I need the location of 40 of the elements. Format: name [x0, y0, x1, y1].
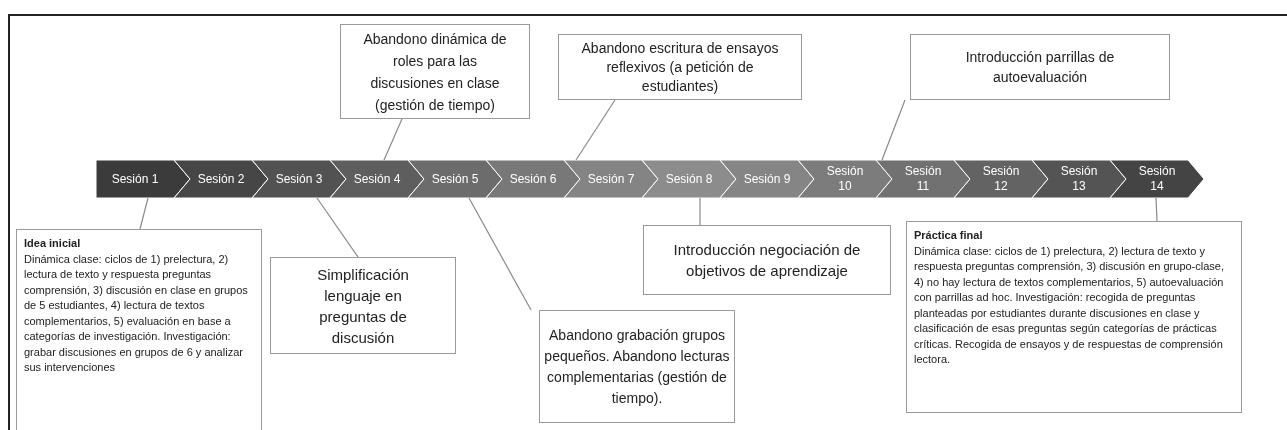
callout-box	[270, 257, 456, 354]
callout-box	[643, 225, 891, 295]
session-label: Sesión 6	[509, 171, 557, 187]
session-label: Sesión 2	[197, 171, 245, 187]
note-heading: Idea inicial	[24, 236, 82, 251]
callout-box	[539, 310, 735, 423]
callout-text: Introducción parrillas de autoevaluación	[964, 48, 1116, 87]
leader-line	[881, 99, 906, 161]
leader-line	[575, 99, 616, 161]
callout-text: Introducción negociación de objetivos de aprendizaje	[672, 240, 862, 281]
note-text: Dinámica clase: ciclos de 1) prelectura, 2) lectura de texto y respuesta preguntas comprensión, 3) discusión en clase en grupos de 5 estudiantes, 4) lectura de textos complementarios, 5) evaluación en base a categorías de investigación. Investigación: grabar discusiones en grupos de 6 y analizar sus intervenciones	[24, 251, 249, 375]
session-label: Sesión 14	[1137, 164, 1177, 194]
note-heading: Práctica final	[914, 228, 984, 243]
callout-text: Abandono escritura de ensayos reflexivos (a petición de estudiantes)	[581, 38, 779, 96]
note-box	[16, 229, 262, 430]
session-label: Sesión 11	[903, 164, 943, 194]
session-label: Sesión 4	[353, 171, 401, 187]
session-label: Sesión 1	[111, 171, 159, 187]
leader-line	[139, 197, 149, 230]
callout-text: Abandono grabación grupos pequeños. Abandono lecturas complementarias (gestión de tiempo).	[544, 325, 730, 408]
callout-box	[910, 34, 1170, 100]
leader-line	[468, 197, 532, 311]
leader-line	[1155, 197, 1158, 222]
callout-text: Abandono dinámica de roles para las discusiones en clase (gestión de tiempo)	[362, 29, 508, 115]
session-label: Sesión 13	[1059, 164, 1099, 194]
callout-box	[340, 24, 530, 119]
session-label: Sesión 5	[431, 171, 479, 187]
note-text: Dinámica clase: ciclos de 1) prelectura, 2) lectura de texto y respuesta preguntas comprensión, 3) discusión en grupo-clase, 4) no hay lectura de textos complementarios, 5) autoevaluación con parrillas ad hoc. Investigación: recogida de preguntas planteadas por estudiantes durante discusiones en clase y clasificación de esas preguntas según categorías de prácticas críticas. Recogida de ensayos y de respuestas de comprensión lectora.	[914, 243, 1225, 367]
leader-line	[699, 197, 701, 226]
session-label: Sesión 8	[665, 171, 713, 187]
leader-line	[316, 197, 359, 258]
leader-line	[383, 118, 403, 161]
callout-box	[558, 34, 802, 100]
session-label: Sesión 9	[743, 171, 791, 187]
session-label: Sesión 10	[825, 164, 865, 194]
session-label: Sesión 3	[275, 171, 323, 187]
callout-text: Simplificación lenguaje en preguntas de discusión	[316, 264, 410, 348]
session-label: Sesión 12	[981, 164, 1021, 194]
note-box	[906, 221, 1242, 413]
session-label: Sesión 7	[587, 171, 635, 187]
